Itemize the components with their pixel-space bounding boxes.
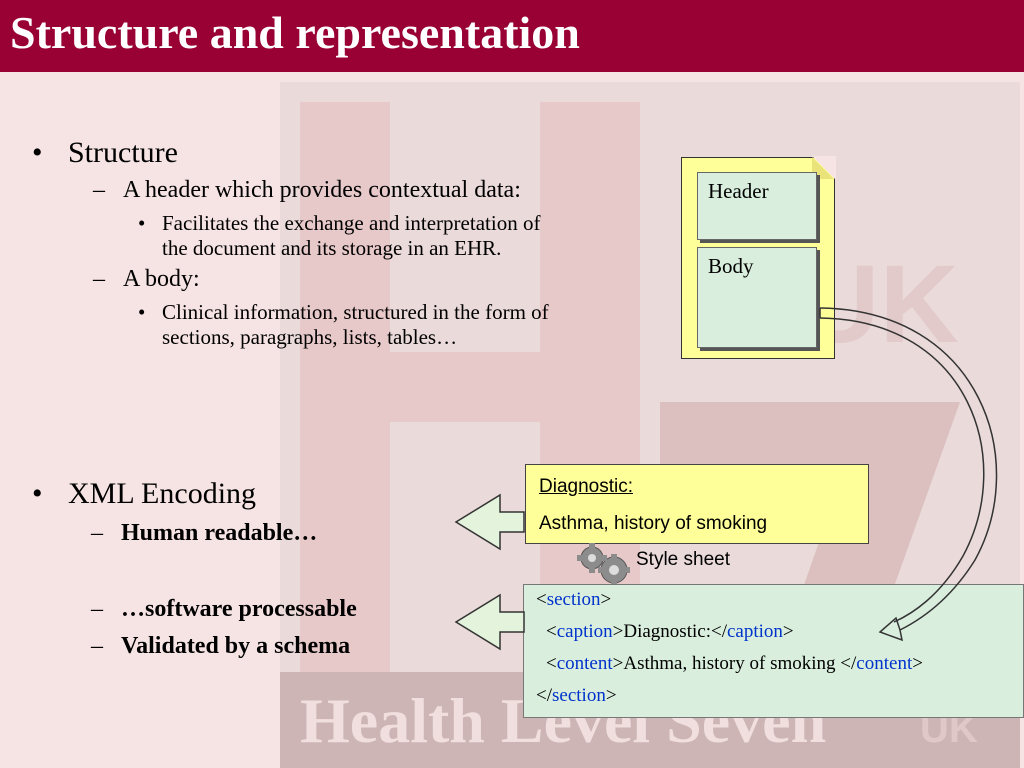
sub-sub-bullet-body: • Clinical information, structured in th… <box>138 300 549 350</box>
rendered-output-box: Diagnostic: Asthma, history of smoking <box>525 464 869 544</box>
gears-icon <box>577 543 630 586</box>
sub-bullet-header-label: A header which provides contextual data: <box>123 177 521 203</box>
xml-item-validated-schema: – Validated by a schema <box>91 633 351 660</box>
header-panel-label: Header <box>708 179 769 203</box>
dash-marker: – <box>91 596 103 622</box>
left-arrow-icon <box>454 593 525 651</box>
left-arrow-icon <box>454 493 525 551</box>
sub-sub-line-2: the document and its storage in an EHR. <box>162 236 502 260</box>
xml-item-label: Validated by a schema <box>121 633 351 659</box>
bullet-marker: • <box>138 211 146 235</box>
sub-sub-line-1: Clinical information, structured in the … <box>162 300 549 324</box>
curved-arrow-icon <box>819 307 998 642</box>
xml-line-caption: <caption>Diagnostic:</caption> <box>546 621 794 642</box>
slide-title: Structure and representation <box>10 7 580 58</box>
header-panel: Header <box>697 172 817 240</box>
sub-sub-line-2: sections, paragraphs, lists, tables… <box>162 325 458 349</box>
xml-line-content: <content>Asthma, history of smoking </co… <box>546 653 923 674</box>
bullet-xml-label: XML Encoding <box>68 477 257 510</box>
bullet-structure: • Structure <box>32 136 178 170</box>
sub-bullet-body: – A body: <box>93 266 200 293</box>
bullet-marker: • <box>32 136 43 169</box>
rendered-caption: Diagnostic: <box>539 476 633 497</box>
xml-item-human-readable: – Human readable… <box>91 520 318 547</box>
dash-marker: – <box>93 177 105 203</box>
sub-sub-line-1: Facilitates the exchange and interpretat… <box>162 211 541 235</box>
style-sheet-label: Style sheet <box>636 549 730 570</box>
sub-sub-bullet-header: • Facilitates the exchange and interpret… <box>138 211 541 261</box>
bullet-xml-encoding: • XML Encoding <box>32 477 257 511</box>
xml-code-box: <section> <caption>Diagnostic:</caption>… <box>523 584 1024 718</box>
title-bar: Structure and representation <box>0 0 1024 72</box>
xml-item-label: …software processable <box>121 596 357 622</box>
rendered-content: Asthma, history of smoking <box>539 513 768 534</box>
bullet-marker: • <box>32 477 43 510</box>
bullet-marker: • <box>138 300 146 324</box>
sub-bullet-body-label: A body: <box>123 266 200 292</box>
xml-line-section-open: <section> <box>536 589 612 610</box>
dash-marker: – <box>91 633 103 659</box>
bullet-structure-label: Structure <box>68 136 178 169</box>
xml-item-label: Human readable… <box>121 520 318 546</box>
dash-marker: – <box>91 520 103 546</box>
dash-marker: – <box>93 266 105 292</box>
xml-item-software-processable: – …software processable <box>91 596 357 623</box>
body-panel-label: Body <box>708 254 754 278</box>
xml-line-section-close: </section> <box>536 685 617 706</box>
body-panel: Body <box>697 247 817 348</box>
sub-bullet-header: – A header which provides contextual dat… <box>93 177 521 204</box>
